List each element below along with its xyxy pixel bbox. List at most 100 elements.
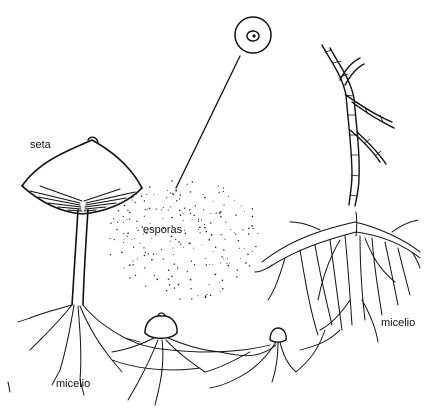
spore-dot xyxy=(228,196,229,197)
spore-dot xyxy=(252,208,253,209)
spore-dot xyxy=(220,291,221,292)
spore-dot xyxy=(206,264,208,266)
spore-dot xyxy=(204,227,206,229)
spore-dot xyxy=(213,201,214,202)
spore-dot xyxy=(190,191,192,193)
spore-dot xyxy=(129,264,131,266)
spore-dot xyxy=(168,209,169,210)
label-micelio-left: micelio xyxy=(56,378,90,390)
spore-dot xyxy=(187,184,188,185)
spore-dot xyxy=(255,246,256,247)
spore-dot xyxy=(121,252,123,254)
spore-dot xyxy=(175,189,177,191)
spore-dot xyxy=(167,190,168,191)
spore-dot xyxy=(137,258,138,259)
spore-dot xyxy=(187,271,188,272)
spore-dot xyxy=(236,276,238,278)
spore-dot xyxy=(172,193,173,194)
spore-dot xyxy=(222,288,223,289)
spore-dot xyxy=(218,186,219,187)
spore-dot xyxy=(226,263,227,264)
scan-mark xyxy=(8,382,10,392)
spore-dot xyxy=(252,216,254,218)
spore-dot xyxy=(221,234,222,235)
spore-dot xyxy=(133,261,134,262)
spore-dot xyxy=(123,239,124,240)
spore-dot xyxy=(190,213,191,214)
spore-dot xyxy=(249,265,250,266)
spore-dot xyxy=(116,229,117,230)
spore-dot xyxy=(195,205,196,206)
spore-dot xyxy=(204,224,205,225)
spore-dot xyxy=(198,295,199,296)
spore-dot xyxy=(223,249,225,251)
spore-dot xyxy=(184,230,185,231)
spore-dot xyxy=(180,244,181,245)
spore-dot xyxy=(127,232,129,234)
spore-dot xyxy=(174,287,175,288)
spore-dot xyxy=(173,254,174,255)
spore-dot xyxy=(109,238,110,239)
spore-dot xyxy=(113,218,114,219)
spore-dot xyxy=(237,269,238,270)
spore-dot xyxy=(168,269,170,271)
spore-dot xyxy=(227,258,228,259)
spore-dot xyxy=(185,233,187,235)
spore-dot xyxy=(208,284,209,285)
spore-dot xyxy=(257,233,258,234)
spore-dot xyxy=(198,221,199,222)
spore-dot xyxy=(223,187,224,188)
spore-dot xyxy=(205,258,206,259)
spore-dot xyxy=(215,274,217,276)
spore-dot xyxy=(149,186,151,188)
spore-dot xyxy=(235,233,236,234)
spore-dot xyxy=(161,249,162,250)
spore-dot xyxy=(124,267,125,268)
spore-dot xyxy=(251,225,253,227)
spore-dot xyxy=(203,209,204,210)
spore-dot xyxy=(176,200,177,201)
spore-dot xyxy=(179,198,180,199)
spore-dot xyxy=(183,213,184,214)
spore-dot xyxy=(220,216,222,218)
spore-dot xyxy=(144,255,146,257)
spore-dot xyxy=(223,258,224,259)
spore-dot xyxy=(171,180,173,182)
spore-dot xyxy=(219,212,221,214)
spore-dot xyxy=(220,263,221,264)
spore-dot xyxy=(179,298,180,299)
spore-dot xyxy=(177,266,178,267)
spore-dot xyxy=(110,254,111,255)
spore-dot xyxy=(213,251,214,252)
spore-dot xyxy=(163,258,164,259)
spore-dot xyxy=(210,222,212,224)
spore-dot xyxy=(211,234,213,236)
spore-dot xyxy=(184,207,185,208)
spore-dot xyxy=(252,228,253,229)
spore-dot xyxy=(163,207,164,208)
spore-dot xyxy=(171,275,173,277)
spore-dot xyxy=(215,246,217,248)
label-seta: seta xyxy=(30,139,51,151)
spore-dot xyxy=(110,223,111,224)
spore-dot xyxy=(177,268,178,269)
spore-dot xyxy=(189,243,191,245)
spore-dot xyxy=(179,209,181,211)
spore-dot xyxy=(133,247,134,248)
spore-dot xyxy=(141,195,142,196)
spore-dot xyxy=(248,228,250,230)
spores-cloud xyxy=(109,180,258,299)
spore-dot xyxy=(206,294,207,295)
spore-dot xyxy=(123,216,124,217)
spore-dot xyxy=(118,210,119,211)
spore-dot xyxy=(221,256,222,257)
spore-dot xyxy=(235,214,236,215)
spore-dot xyxy=(200,232,201,233)
label-esporas: esporas xyxy=(143,224,182,236)
spore-dot xyxy=(238,240,240,242)
spore-dot xyxy=(219,192,220,193)
spore-dot xyxy=(191,298,192,299)
spore-dot xyxy=(193,248,194,249)
spore-dot xyxy=(123,222,124,223)
